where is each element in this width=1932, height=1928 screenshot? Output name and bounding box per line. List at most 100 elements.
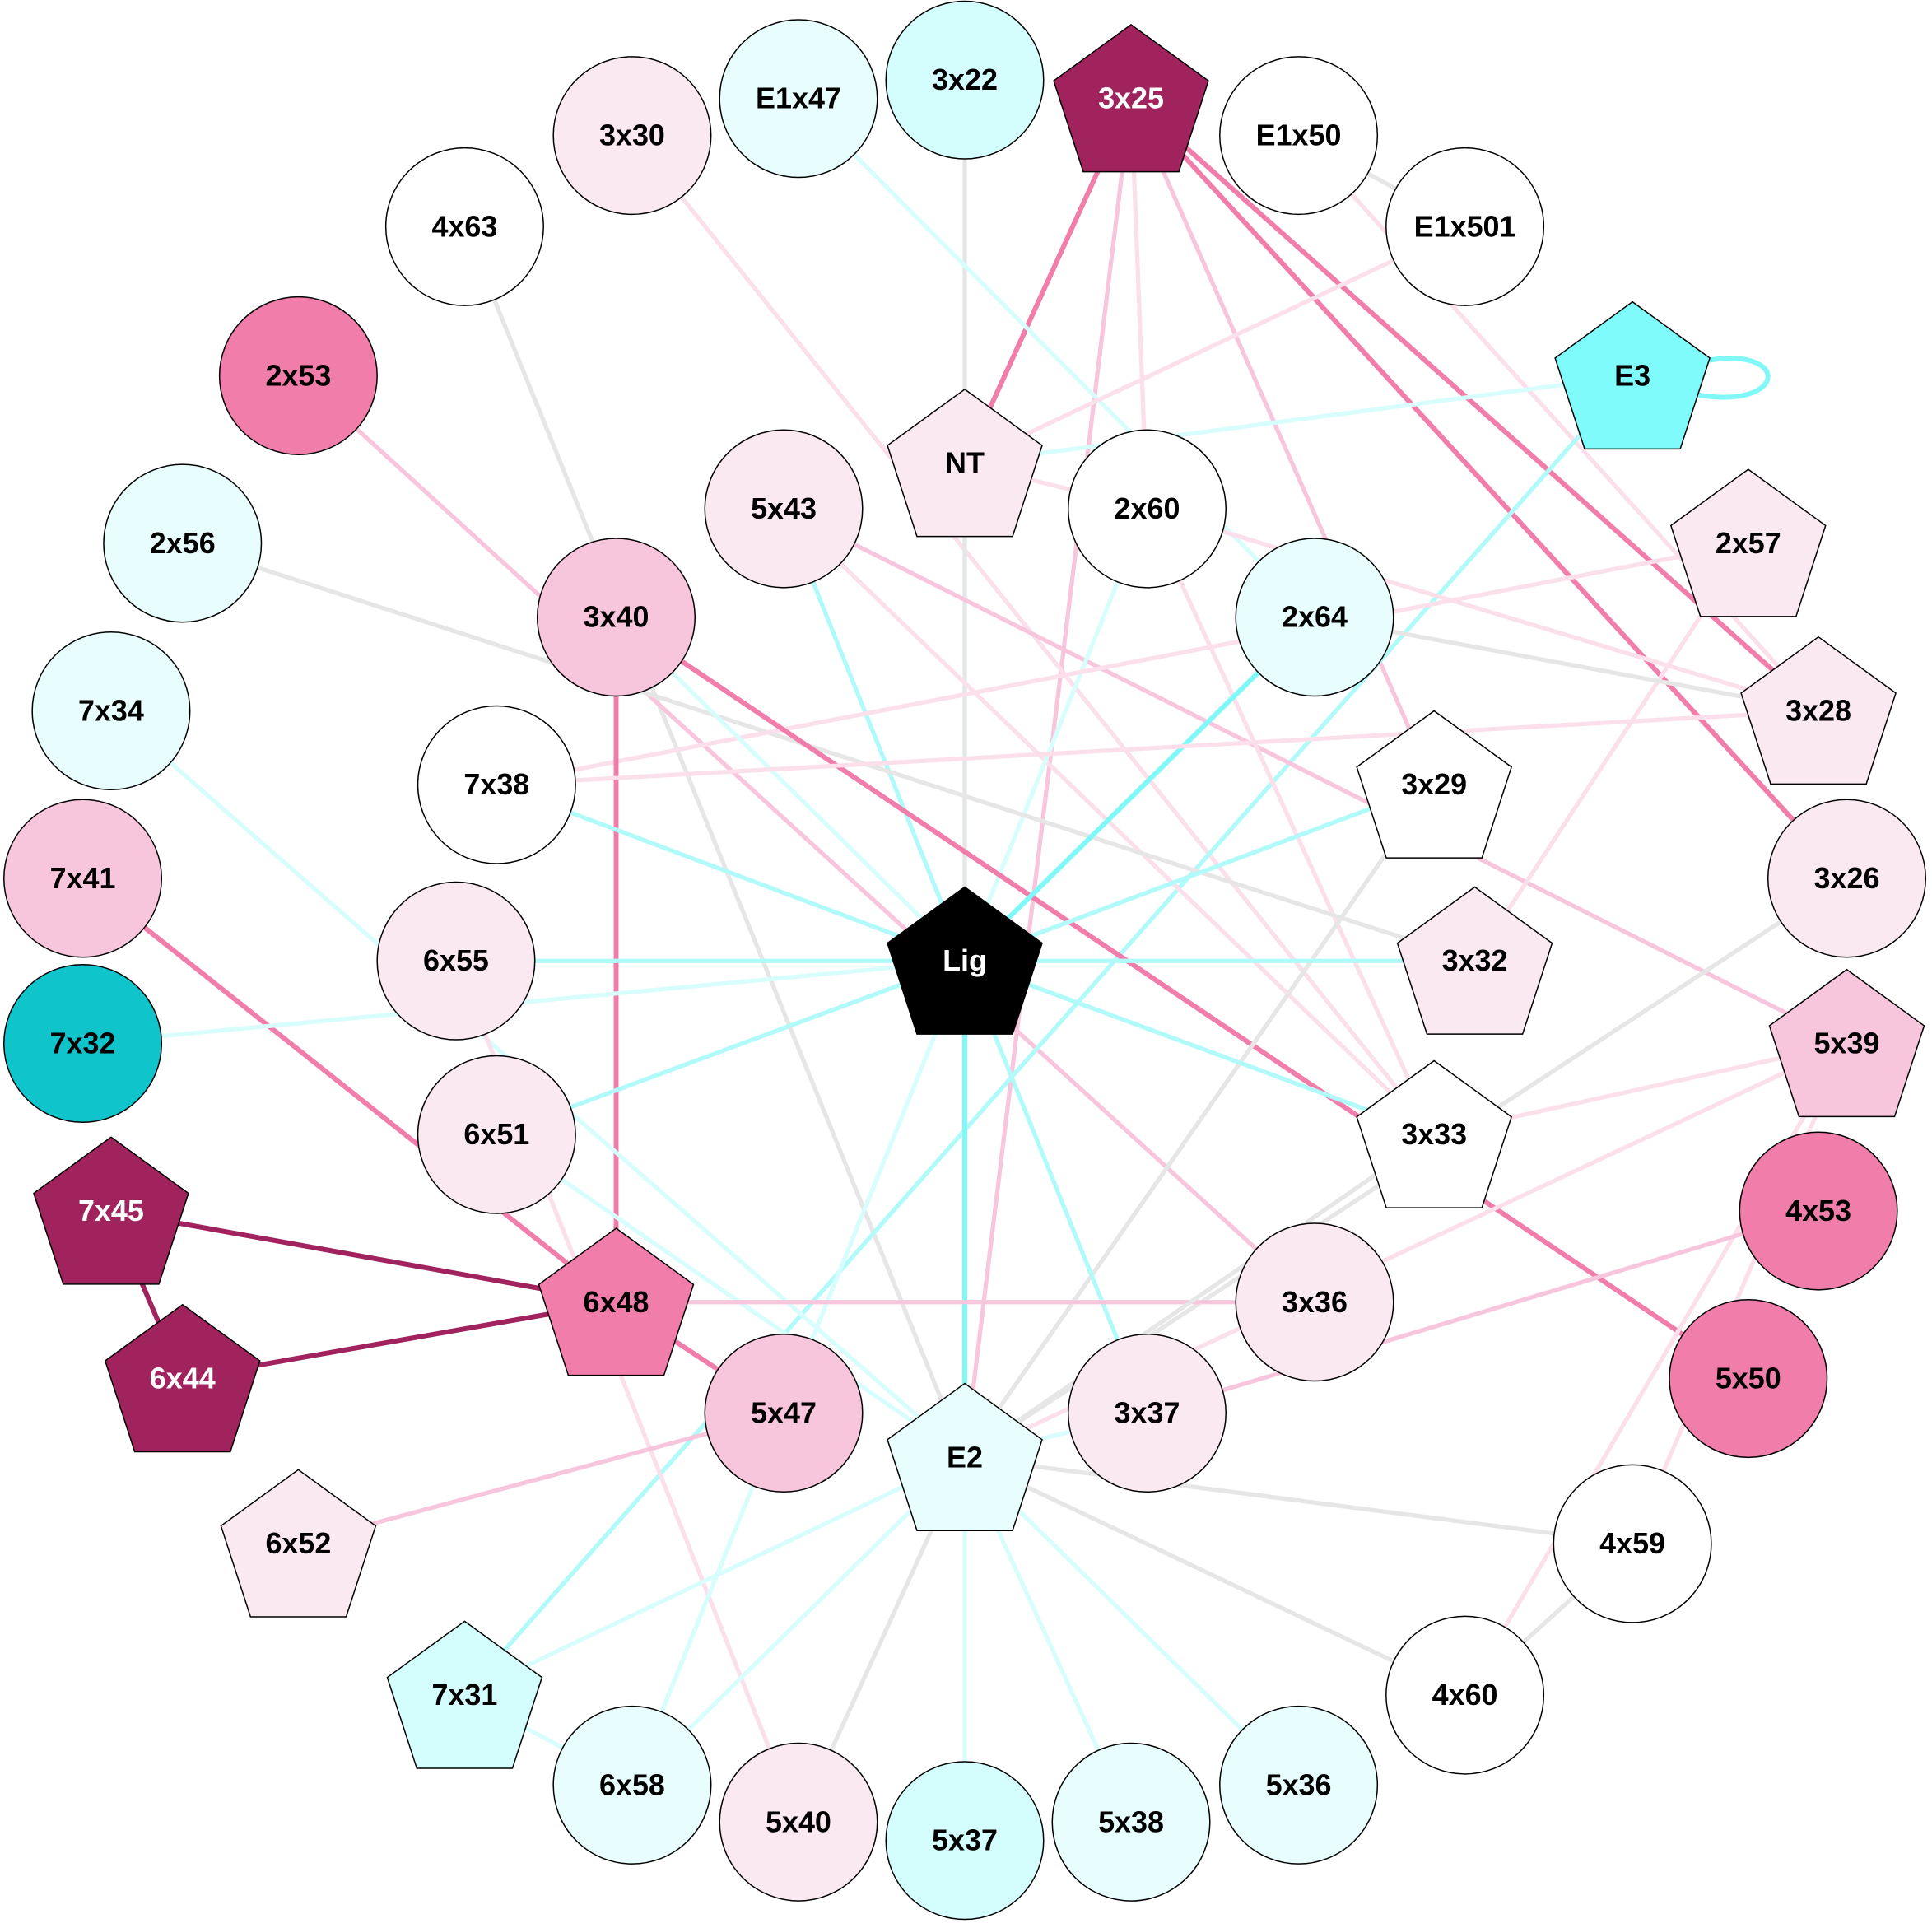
node-3x25[interactable]: 3x25 xyxy=(1053,24,1209,173)
node-3x32[interactable]: 3x32 xyxy=(1396,886,1553,1035)
node-3x40[interactable]: 3x40 xyxy=(536,538,696,697)
node-5x43[interactable]: 5x43 xyxy=(704,429,864,589)
node-label: 6x58 xyxy=(599,1767,665,1801)
node-pentagon-shape xyxy=(386,1620,543,1769)
node-5x47[interactable]: 5x47 xyxy=(704,1333,864,1493)
node-label: 3x29 xyxy=(1401,767,1467,801)
node-E1x50[interactable]: E1x50 xyxy=(1219,56,1379,216)
edge-4x63-E2 xyxy=(463,226,967,1459)
edge-3x29-Lig xyxy=(964,782,1436,963)
node-7x34[interactable]: 7x34 xyxy=(31,631,191,790)
node-6x55[interactable]: 6x55 xyxy=(376,881,536,1041)
node-label: 6x52 xyxy=(265,1526,331,1560)
edge-2x53-3x36 xyxy=(296,374,1316,1304)
node-7x32[interactable]: 7x32 xyxy=(2,964,163,1124)
node-label: 4x60 xyxy=(1432,1678,1498,1711)
edge-3x25-E2 xyxy=(962,98,1134,1458)
node-pentagon-shape xyxy=(887,388,1043,538)
node-circle-shape xyxy=(1739,1131,1898,1291)
node-3x37[interactable]: 3x37 xyxy=(1067,1333,1227,1493)
node-label: 5x40 xyxy=(766,1805,831,1838)
node-7x38[interactable]: 7x38 xyxy=(417,705,576,864)
node-label: E1x47 xyxy=(756,81,841,115)
node-4x59[interactable]: 4x59 xyxy=(1553,1464,1712,1623)
node-circle-shape xyxy=(536,538,696,697)
node-label: 5x47 xyxy=(751,1395,817,1429)
edge-5x39-4x59 xyxy=(1630,1042,1849,1545)
node-5x38[interactable]: 5x38 xyxy=(1051,1742,1211,1902)
node-label: 4x53 xyxy=(1785,1194,1851,1227)
node-label: 3x30 xyxy=(599,119,665,152)
edge-E2-4x59 xyxy=(964,1455,1633,1546)
edge-7x45-6x48 xyxy=(110,1208,617,1305)
node-label: 5x38 xyxy=(1098,1805,1164,1838)
node-E1x501[interactable]: E1x501 xyxy=(1385,147,1545,306)
node-label: E1x50 xyxy=(1256,119,1342,152)
node-circle-shape xyxy=(719,19,878,179)
node-E1x47[interactable]: E1x47 xyxy=(719,19,878,179)
node-label: 3x28 xyxy=(1785,693,1851,727)
node-pentagon-shape xyxy=(220,1469,377,1618)
node-2x60[interactable]: 2x60 xyxy=(1067,429,1227,589)
node-label: 7x32 xyxy=(50,1026,116,1059)
edges-layer xyxy=(81,80,1849,1841)
node-4x63[interactable]: 4x63 xyxy=(384,147,544,306)
edge-E2-4x60 xyxy=(963,1455,1466,1697)
node-3x33[interactable]: 3x33 xyxy=(1356,1059,1513,1208)
node-6x52[interactable]: 6x52 xyxy=(220,1469,377,1618)
edge-5x43-5x39 xyxy=(782,506,1848,1045)
node-6x58[interactable]: 6x58 xyxy=(552,1705,712,1865)
node-circle-shape xyxy=(1051,1742,1211,1902)
node-7x45[interactable]: 7x45 xyxy=(33,1136,189,1285)
edge-E3-E3 xyxy=(1693,356,1771,400)
node-circle-shape xyxy=(552,1705,712,1865)
node-6x48[interactable]: 6x48 xyxy=(538,1227,695,1376)
node-5x40[interactable]: 5x40 xyxy=(719,1742,878,1902)
node-circle-shape xyxy=(1067,1333,1227,1493)
node-3x22[interactable]: 3x22 xyxy=(885,0,1045,160)
node-label: 3x37 xyxy=(1115,1395,1180,1429)
node-5x37[interactable]: 5x37 xyxy=(885,1761,1045,1921)
node-label: 6x55 xyxy=(423,943,489,977)
node-5x39[interactable]: 5x39 xyxy=(1768,968,1925,1118)
node-E2[interactable]: E2 xyxy=(887,1382,1043,1531)
node-3x28[interactable]: 3x28 xyxy=(1740,636,1897,785)
node-4x53[interactable]: 4x53 xyxy=(1739,1131,1898,1291)
node-label: NT xyxy=(945,446,985,480)
node-label: E1x501 xyxy=(1414,209,1516,243)
edge-E2-7x31 xyxy=(463,1455,966,1697)
node-3x36[interactable]: 3x36 xyxy=(1235,1222,1394,1382)
node-circle-shape xyxy=(704,429,864,589)
node-E3[interactable]: E3 xyxy=(1554,300,1711,450)
node-3x30[interactable]: 3x30 xyxy=(552,56,712,216)
node-2x53[interactable]: 2x53 xyxy=(218,296,378,455)
node-5x50[interactable]: 5x50 xyxy=(1669,1299,1828,1459)
node-label: 2x57 xyxy=(1716,526,1781,560)
node-circle-shape xyxy=(1385,1615,1545,1775)
node-7x31[interactable]: 7x31 xyxy=(386,1620,543,1769)
node-circle-shape xyxy=(1669,1299,1828,1459)
node-6x44[interactable]: 6x44 xyxy=(104,1303,261,1453)
node-2x56[interactable]: 2x56 xyxy=(103,463,263,623)
node-NT[interactable]: NT xyxy=(887,388,1043,538)
node-6x51[interactable]: 6x51 xyxy=(417,1055,576,1214)
edge-E1x47-2x64 xyxy=(797,96,1316,619)
node-label: 6x51 xyxy=(463,1117,529,1151)
node-label: 2x64 xyxy=(1282,600,1348,634)
node-label: 7x41 xyxy=(50,861,116,895)
node-label: 6x48 xyxy=(584,1285,649,1319)
node-label: 5x43 xyxy=(751,491,817,525)
node-4x60[interactable]: 4x60 xyxy=(1385,1615,1545,1775)
node-3x26[interactable]: 3x26 xyxy=(1767,799,1927,958)
node-circle-shape xyxy=(417,1055,576,1214)
node-Lig[interactable]: Lig xyxy=(887,886,1043,1035)
node-3x29[interactable]: 3x29 xyxy=(1356,710,1513,859)
node-2x57[interactable]: 2x57 xyxy=(1669,468,1827,617)
node-2x64[interactable]: 2x64 xyxy=(1235,538,1394,697)
node-7x41[interactable]: 7x41 xyxy=(2,799,163,958)
node-circle-shape xyxy=(1235,1222,1394,1382)
node-circle-shape xyxy=(31,631,191,790)
node-5x36[interactable]: 5x36 xyxy=(1219,1705,1379,1865)
